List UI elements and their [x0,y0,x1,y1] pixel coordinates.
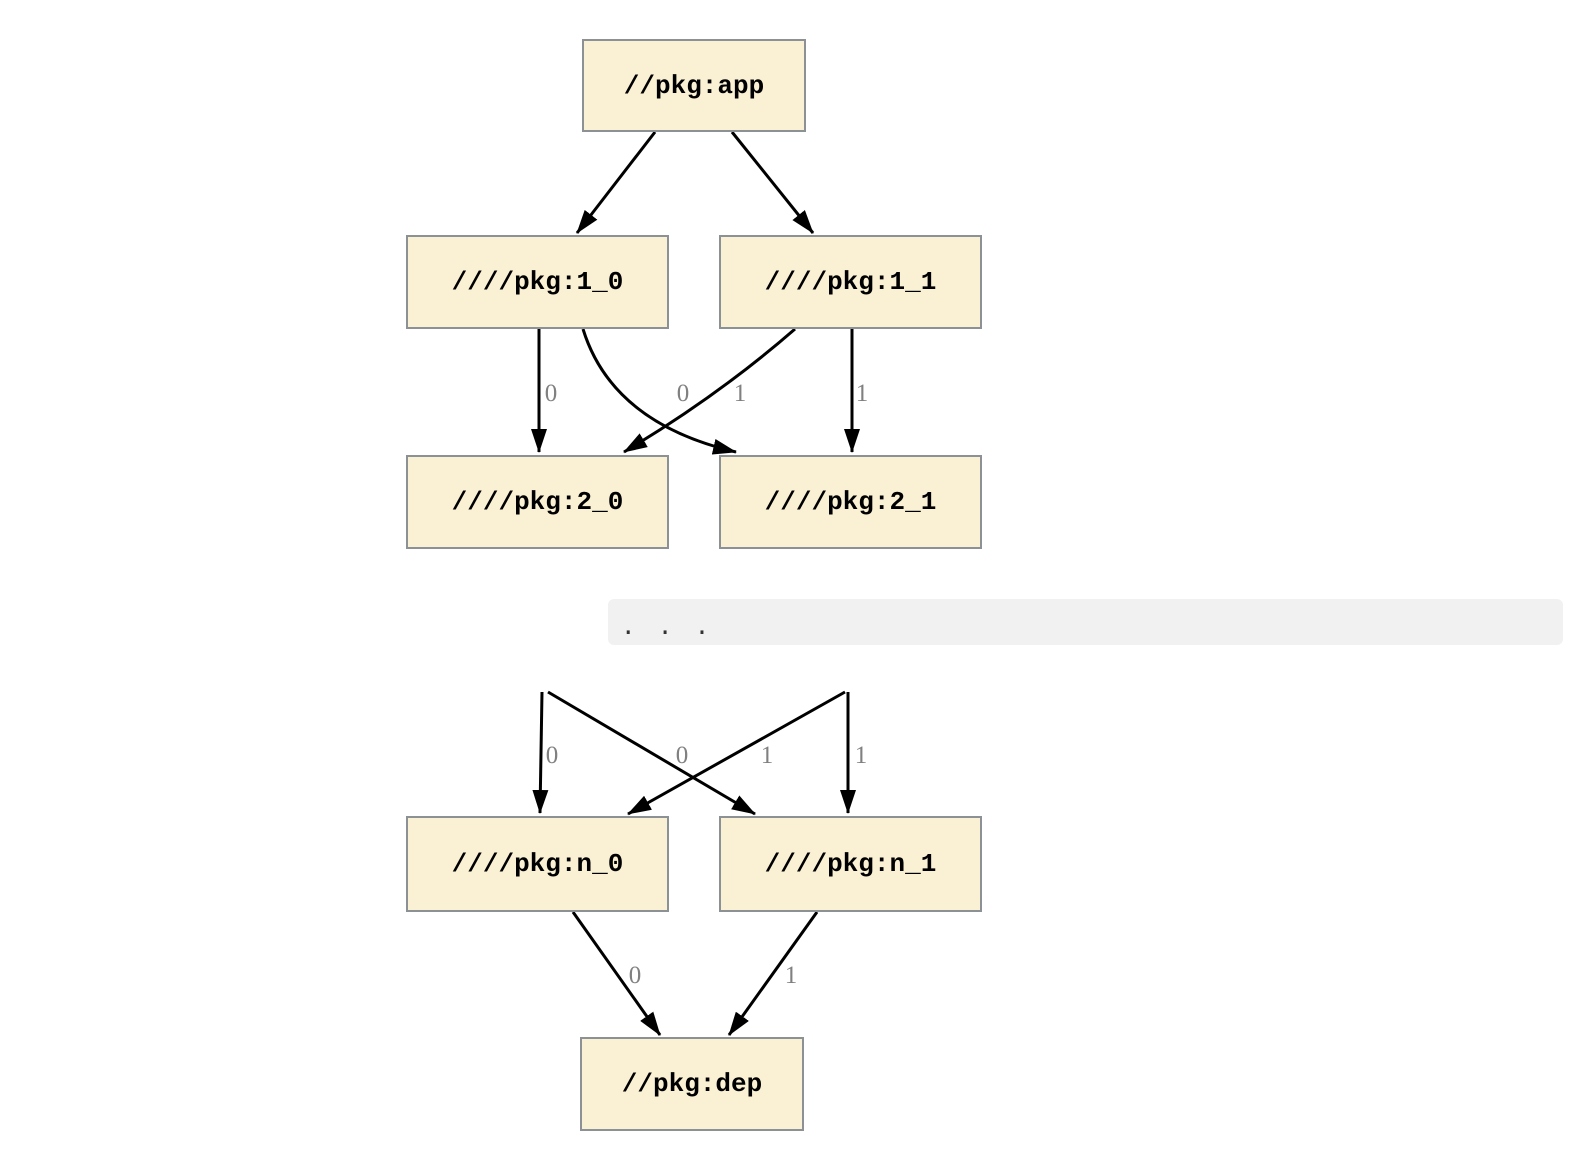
node-label-1_1: ////pkg:1_1 [764,267,937,297]
edge-label-hidden_right-to-n_0: 1 [761,742,774,769]
edge-hidden_right-to-n_0 [627,690,846,816]
graph-node-n_1: ////pkg:n_1 [719,816,982,912]
edge-label-1_0-to-2_0: 0 [545,380,558,407]
node-label-1_0: ////pkg:1_0 [451,267,624,297]
edge-label-hidden_right-to-n_1: 1 [855,742,868,769]
graph-node-1_1: ////pkg:1_1 [719,235,982,329]
ellipsis-text: . . . [621,612,714,640]
edge-n_1-to-dep [727,911,819,1036]
edge-1_1-to-2_0 [623,327,796,454]
ellipsis-band: . . . [608,599,1563,645]
graph-node-n_0: ////pkg:n_0 [406,816,669,912]
edge-hidden_left-to-n_1 [547,690,756,816]
graph-node-2_0: ////pkg:2_0 [406,455,669,549]
edge-label-1_1-to-2_1: 1 [856,380,869,407]
edge-label-hidden_left-to-n_1: 0 [676,742,689,769]
graph-node-dep: //pkg:dep [580,1037,804,1131]
edge-app-to-1_0 [575,131,657,234]
edge-1_0-to-2_1 [581,328,737,455]
node-label-n_0: ////pkg:n_0 [451,849,624,879]
edge-label-1_1-to-2_0: 1 [734,380,747,407]
node-label-dep: //pkg:dep [621,1069,763,1099]
edge-label-n_0-to-dep: 0 [629,962,642,989]
edge-n_0-to-dep [571,911,662,1036]
graph-node-1_0: ////pkg:1_0 [406,235,669,329]
edge-hidden_left-to-n_0 [532,691,549,814]
edge-label-1_0-to-2_1: 0 [677,380,690,407]
edge-label-hidden_left-to-n_0: 0 [546,742,559,769]
graph-node-app: //pkg:app [582,39,806,132]
edge-label-n_1-to-dep: 1 [785,962,798,989]
node-label-2_1: ////pkg:2_1 [764,487,937,517]
node-label-app: //pkg:app [623,70,765,101]
graph-node-2_1: ////pkg:2_1 [719,455,982,549]
edge-app-to-1_1 [730,131,815,234]
node-label-2_0: ////pkg:2_0 [451,487,624,517]
node-label-n_1: ////pkg:n_1 [764,849,937,879]
